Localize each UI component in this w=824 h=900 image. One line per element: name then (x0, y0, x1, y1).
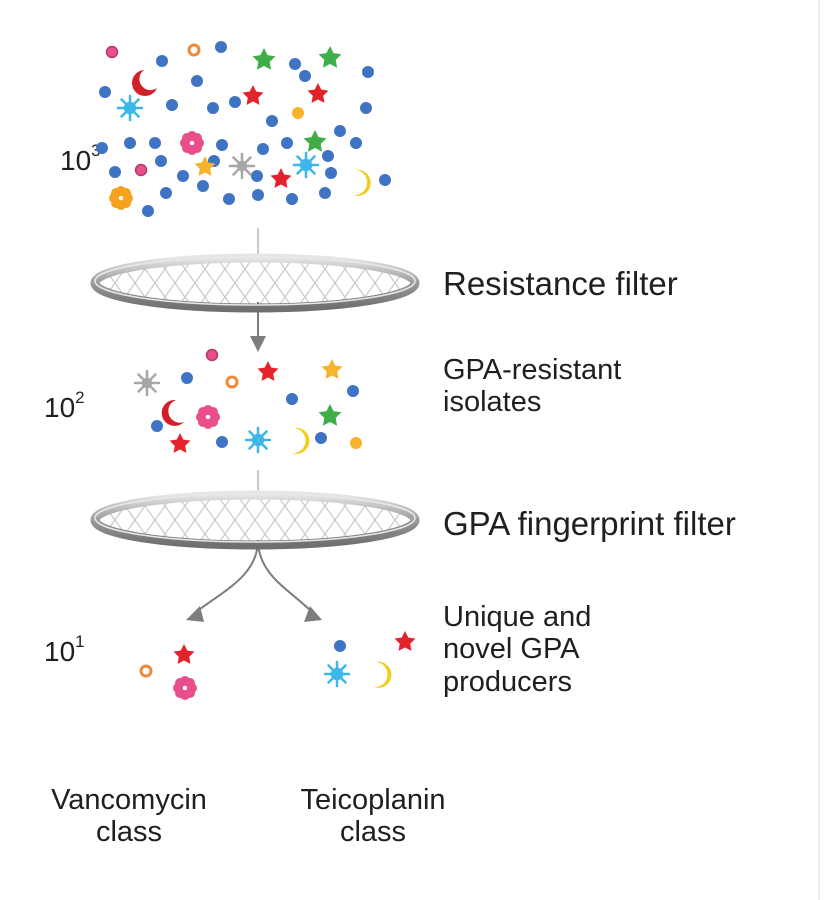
fingerprint-filter-icon (90, 490, 420, 550)
yellow-moon-icon (292, 427, 310, 454)
arrow-curve-left (195, 539, 259, 613)
red-moon-icon (132, 70, 157, 96)
arrow-curve-right (257, 539, 313, 613)
pink-dot-icon (134, 163, 148, 177)
red-moon-icon (161, 399, 184, 426)
vancomycin-group (139, 644, 197, 700)
vancomycin-line1: Vancomycin (51, 784, 207, 816)
unique-label-line3: producers (443, 665, 572, 698)
stage1-blue-dots (96, 41, 391, 217)
teicoplanin-group (323, 631, 416, 688)
red-star-icon (242, 85, 264, 105)
red-star-icon (173, 644, 195, 664)
fingerprint-filter-label: GPA fingerprint filter (443, 505, 736, 542)
yellow-star-icon (194, 156, 216, 176)
arrow-head-left (186, 606, 204, 622)
pink-flower-icon (173, 676, 197, 700)
red-star-icon (394, 631, 416, 651)
right-edge-divider (818, 0, 820, 900)
yellow-star-icon (321, 359, 343, 379)
gray-burst-icon (228, 152, 256, 180)
red-star-icon (257, 361, 279, 381)
resistance-filter-icon (90, 253, 420, 313)
pink-dot-icon (105, 45, 119, 59)
teicoplanin-line2: class (339, 816, 407, 849)
yellow-dot-icon (292, 107, 304, 119)
unique-producers-label: Unique and novel GPA producers (443, 601, 591, 698)
gray-burst-icon (133, 369, 161, 397)
yellow-dot-icon (350, 437, 362, 449)
teicoplanin-class-label: Teicoplanin class (268, 784, 478, 849)
green-star-icon (252, 48, 276, 70)
unique-label-line1: Unique and (443, 601, 592, 633)
pink-flower-icon (180, 131, 204, 155)
resistant-label-line1: GPA-resistant (443, 354, 622, 386)
arrow-head-right (304, 606, 322, 622)
stage2-magnitude: 102 (44, 388, 85, 423)
stage1-magnitude: 103 (60, 141, 101, 176)
blue-dot-icon (334, 640, 346, 652)
stage2-blue-dots (151, 372, 359, 448)
red-star-icon (169, 433, 191, 453)
resistant-label-line2: isolates (443, 386, 542, 419)
pink-flower-icon (196, 405, 220, 429)
vancomycin-line2: class (95, 816, 163, 849)
pink-dot-icon (205, 348, 219, 362)
cyan-burst-icon (116, 94, 144, 122)
cyan-burst-icon (323, 660, 351, 688)
orange-ring-icon (225, 375, 239, 389)
cyan-burst-icon (292, 151, 320, 179)
teicoplanin-line1: Teicoplanin (300, 784, 446, 816)
green-star-icon (318, 404, 342, 426)
resistance-filter-label: Resistance filter (443, 265, 678, 302)
cyan-burst-icon (244, 426, 272, 454)
orange-flower-icon (109, 186, 133, 210)
unique-label-line2: novel GPA (443, 633, 580, 666)
resistant-isolates-label: GPA-resistant isolates (443, 354, 621, 419)
stage3-magnitude: 101 (44, 632, 85, 667)
green-star-icon (303, 130, 327, 152)
orange-ring-icon (139, 664, 153, 678)
vancomycin-class-label: Vancomycin class (24, 784, 234, 849)
red-star-icon (307, 83, 329, 103)
orange-ring-icon (187, 43, 201, 57)
green-star-icon (318, 46, 342, 68)
yellow-moon-icon (374, 661, 392, 688)
yellow-moon-icon (353, 169, 371, 196)
red-star-icon (270, 168, 292, 188)
